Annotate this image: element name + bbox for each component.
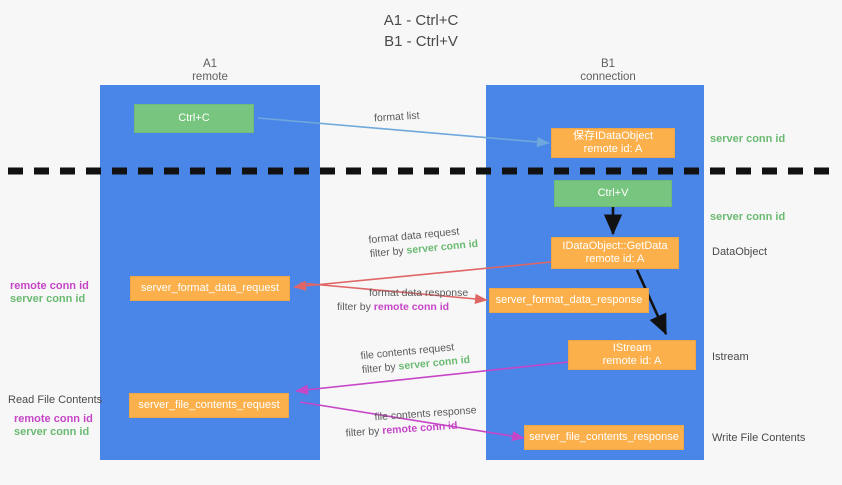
filter-by-prefix-1: filter by bbox=[369, 244, 408, 261]
node-istream[interactable]: IStream remote id: A bbox=[568, 340, 696, 370]
filter-by-prefix-4: filter by bbox=[345, 424, 383, 440]
left-label-remote-conn-id-mid: remote conn id bbox=[10, 280, 89, 292]
node-server-file-contents-response[interactable]: server_file_contents_response bbox=[524, 425, 684, 450]
left-label-server-conn-id-mid: server conn id bbox=[10, 293, 86, 305]
node-ctrl-c[interactable]: Ctrl+C bbox=[134, 104, 254, 133]
right-label-server-conn-id-mid: server conn id bbox=[710, 211, 786, 223]
key-remote-conn-id-4: remote conn id bbox=[381, 419, 458, 437]
node-ctrl-v[interactable]: Ctrl+V bbox=[554, 180, 672, 207]
edge-label-format-list: format list bbox=[373, 109, 420, 125]
node-server-file-contents-request[interactable]: server_file_contents_request bbox=[129, 393, 289, 418]
right-label-istream: Istream bbox=[712, 351, 749, 363]
node-idataobject[interactable]: 保存IDataObject remote id: A bbox=[551, 128, 675, 158]
node-idataobject-getdata[interactable]: IDataObject::GetData remote id: A bbox=[551, 237, 679, 269]
edge-label-format-data-request: format data request filter by server con… bbox=[368, 225, 479, 261]
left-label-remote-conn-id-bot: remote conn id bbox=[14, 413, 93, 425]
edge-label-format-data-response: format data response filter by remote co… bbox=[337, 287, 469, 313]
right-label-write-file-contents: Write File Contents bbox=[712, 432, 806, 444]
edge-label-file-contents-request: file contents request filter by server c… bbox=[360, 341, 471, 377]
key-remote-conn-id-2: remote conn id bbox=[373, 301, 450, 313]
right-label-dataobject: DataObject bbox=[712, 246, 768, 258]
node-server-format-data-request[interactable]: server_format_data_request bbox=[130, 276, 290, 301]
left-label-read-file-contents: Read File Contents bbox=[8, 394, 103, 406]
lane-header-a1: A1 remote bbox=[192, 58, 228, 83]
lane-header-b1: B1 connection bbox=[580, 58, 636, 83]
node-server-format-data-response[interactable]: server_format_data_response bbox=[489, 288, 649, 313]
edge-label-file-contents-response: file contents response filter by remote … bbox=[345, 404, 477, 440]
filter-by-prefix-3: filter by bbox=[361, 360, 400, 377]
left-label-server-conn-id-bot: server conn id bbox=[14, 426, 90, 438]
page-title: A1 - Ctrl+C B1 - Ctrl+V bbox=[383, 12, 459, 50]
right-label-server-conn-id-top: server conn id bbox=[710, 133, 786, 145]
filter-by-prefix-2: filter by bbox=[337, 301, 374, 313]
